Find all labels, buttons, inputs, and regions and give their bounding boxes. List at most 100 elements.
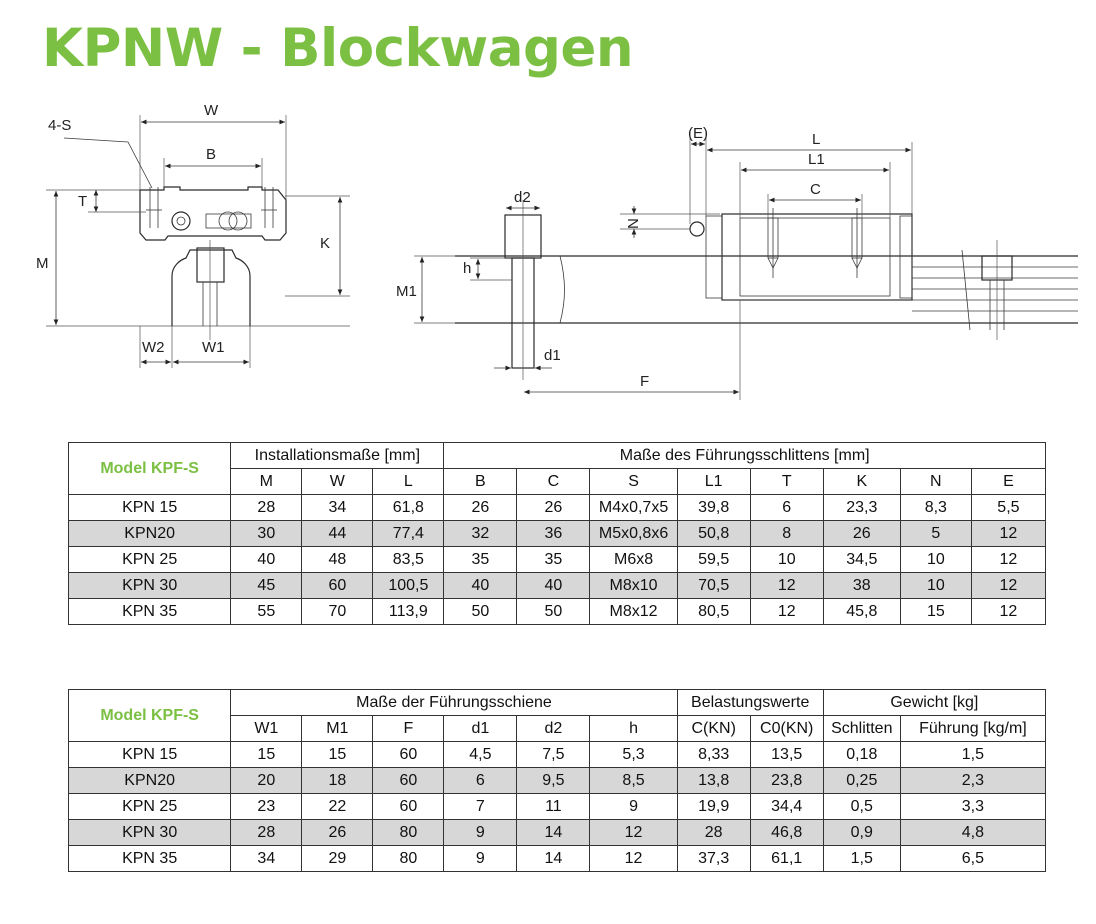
table-cell: 6,5 [899, 845, 1047, 872]
table-cell: 35 [443, 546, 518, 573]
page-title: KPNW - Blockwagen [42, 18, 634, 79]
table-cell: 77,4 [372, 520, 445, 547]
table-cell: 13,5 [749, 741, 824, 768]
table-cell: 61,1 [749, 845, 824, 872]
table-cell: 2,3 [899, 767, 1047, 794]
table-cell: 0,5 [822, 793, 901, 820]
column-header: C(KN) [676, 715, 751, 742]
table-cell: 50 [516, 598, 591, 625]
table-cell: 60 [372, 767, 445, 794]
table-cell: 50,8 [676, 520, 751, 547]
table-cell: 26 [822, 520, 901, 547]
side-view: N (E) L L1 C d2 h M1 d1 [396, 125, 1078, 400]
table-cell: 6 [749, 494, 824, 521]
table-cell: 40 [443, 572, 518, 599]
table-cell: 38 [822, 572, 901, 599]
table-cell: 23,8 [749, 767, 824, 794]
column-header: h [589, 715, 678, 742]
column-header: E [970, 468, 1047, 495]
table-cell: 15 [230, 741, 303, 768]
column-header: B [443, 468, 518, 495]
column-header: C0(KN) [749, 715, 824, 742]
column-header: W1 [230, 715, 303, 742]
table-cell: 22 [301, 793, 374, 820]
table-cell: 12 [589, 819, 678, 846]
table-cell: 23 [230, 793, 303, 820]
column-header: T [749, 468, 824, 495]
table-cell: 7,5 [516, 741, 591, 768]
label-m: M [36, 255, 49, 272]
table-cell: 14 [516, 819, 591, 846]
table-cell: 61,8 [372, 494, 445, 521]
table-cell: 30 [230, 520, 303, 547]
table-cell: 40 [516, 572, 591, 599]
table-cell: 45,8 [822, 598, 901, 625]
table-cell: KPN 30 [67, 572, 232, 599]
table-cell: 4,8 [899, 819, 1047, 846]
table-cell: 20 [230, 767, 303, 794]
label-c: C [810, 181, 821, 198]
table-cell: 26 [301, 819, 374, 846]
table-cell: 70 [301, 598, 374, 625]
table-cell: 18 [301, 767, 374, 794]
table-cell: KPN 30 [67, 819, 232, 846]
table-cell: 37,3 [676, 845, 751, 872]
label-d1: d1 [544, 347, 561, 364]
table-cell: 60 [372, 793, 445, 820]
table-cell: 10 [899, 572, 972, 599]
table-cell: 34,4 [749, 793, 824, 820]
table-cell: 60 [301, 572, 374, 599]
table-cell: KPN 25 [67, 546, 232, 573]
column-header: K [822, 468, 901, 495]
column-header: d2 [516, 715, 591, 742]
table-cell: 12 [970, 546, 1047, 573]
group-header: Maße des Führungsschlittens [mm] [443, 442, 1046, 469]
table-cell: 8,5 [589, 767, 678, 794]
table-cell: 36 [516, 520, 591, 547]
table-cell: KPN 15 [67, 494, 232, 521]
table-cell: 1,5 [822, 845, 901, 872]
label-t: T [78, 193, 87, 210]
column-header: M1 [301, 715, 374, 742]
table-cell: 9 [443, 819, 518, 846]
table-cell: 34,5 [822, 546, 901, 573]
table-cell: 1,5 [899, 741, 1047, 768]
column-header: d1 [443, 715, 518, 742]
table-cell: KPN 25 [67, 793, 232, 820]
table-cell: 7 [443, 793, 518, 820]
label-k: K [320, 235, 330, 252]
table-cell: 80 [372, 819, 445, 846]
table-cell: 12 [970, 572, 1047, 599]
column-header: L [372, 468, 445, 495]
table-cell: KPN 15 [67, 741, 232, 768]
column-header: F [372, 715, 445, 742]
table-cell: 83,5 [372, 546, 445, 573]
table-cell: 5,3 [589, 741, 678, 768]
column-header: L1 [676, 468, 751, 495]
table-cell: 12 [589, 845, 678, 872]
table-cell: KPN 35 [67, 598, 232, 625]
table-cell: 6 [443, 767, 518, 794]
table-cell: 35 [516, 546, 591, 573]
table-cell: 46,8 [749, 819, 824, 846]
table-cell: 5 [899, 520, 972, 547]
table-cell: 9,5 [516, 767, 591, 794]
label-e: (E) [688, 125, 708, 142]
table-cell: 34 [301, 494, 374, 521]
table-cell: 113,9 [372, 598, 445, 625]
table-cell: 9 [443, 845, 518, 872]
table-cell: 11 [516, 793, 591, 820]
label-w: W [204, 102, 219, 119]
label-h: h [463, 260, 471, 277]
table-cell: 9 [589, 793, 678, 820]
table-cell: 80,5 [676, 598, 751, 625]
table-cell: 8 [749, 520, 824, 547]
table-cell: 80 [372, 845, 445, 872]
